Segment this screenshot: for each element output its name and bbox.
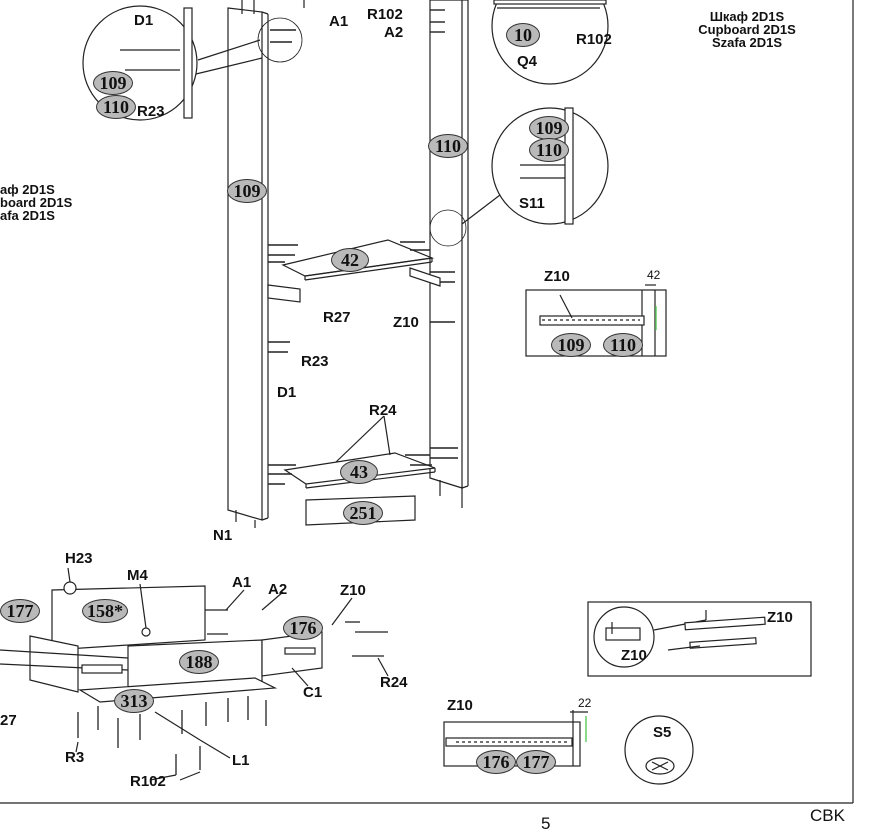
fitting-a1: A1 xyxy=(232,574,252,591)
detail-circle-s5 xyxy=(624,715,694,785)
fitting-s11: S11 xyxy=(519,195,545,212)
brand-logo: CBK xyxy=(810,806,845,825)
fitting-r23-detail: R23 xyxy=(137,103,165,120)
fitting-n1: N1 xyxy=(213,527,233,544)
fitting-m4: M4 xyxy=(127,567,148,584)
dimension-42: 42 xyxy=(647,268,661,282)
fitting-z10-drawer: Z10 xyxy=(340,582,366,599)
part-43: 43 xyxy=(340,460,378,484)
part-177-rail: 177 xyxy=(516,750,556,774)
fitting-a2: A2 xyxy=(268,581,288,598)
page-number: 5 xyxy=(541,814,551,833)
fitting-r102: R102 xyxy=(130,773,166,790)
dimension-22: 22 xyxy=(578,696,592,710)
side-panel-110 xyxy=(429,0,463,489)
fitting-r3: R3 xyxy=(65,749,85,766)
part-176-rail: 176 xyxy=(476,750,516,774)
title-line-pl: Szafa 2D1S xyxy=(711,35,783,50)
fitting-r24: R24 xyxy=(380,674,408,691)
fitting-q4: Q4 xyxy=(517,53,538,70)
fitting-z10-frame: Z10 xyxy=(393,314,419,331)
fitting-r27-cropped: 27 xyxy=(0,712,17,729)
part-188: 188 xyxy=(179,650,219,674)
part-110-detail: 110 xyxy=(529,138,569,162)
part-177: 177 xyxy=(0,599,40,623)
fitting-l1: L1 xyxy=(232,752,250,769)
fitting-z10-right-box: Z10 xyxy=(767,609,793,626)
detail-circle-s11 xyxy=(491,107,609,225)
part-110: 110 xyxy=(96,95,136,119)
fitting-r23: R23 xyxy=(301,353,329,370)
fitting-z10-right-box-lower: Z10 xyxy=(621,647,647,664)
part-176: 176 xyxy=(283,616,323,640)
fitting-r102-top: R102 xyxy=(367,6,403,23)
part-109-detail: 109 xyxy=(529,116,569,140)
fitting-r27: R27 xyxy=(323,309,351,326)
part-313: 313 xyxy=(114,689,154,713)
fitting-d1-detail: D1 xyxy=(134,12,154,29)
fitting-r102-detail: R102 xyxy=(576,31,612,48)
part-109-main: 109 xyxy=(227,179,267,203)
fitting-a2-top: A2 xyxy=(384,24,404,41)
part-42: 42 xyxy=(331,248,369,272)
fitting-z10-box: Z10 xyxy=(544,268,570,285)
fitting-a1-top: A1 xyxy=(329,13,349,30)
fitting-c1: C1 xyxy=(303,684,323,701)
part-110-main: 110 xyxy=(428,134,468,158)
part-109: 109 xyxy=(93,71,133,95)
part-251: 251 xyxy=(343,501,383,525)
fitting-d1: D1 xyxy=(277,384,297,401)
part-158: 158* xyxy=(82,599,128,623)
drawer-side-177 xyxy=(29,635,79,693)
fitting-z10-bottom-box: Z10 xyxy=(447,697,473,714)
part-110-rail: 110 xyxy=(603,333,643,357)
drawer-back-158 xyxy=(51,585,206,651)
title-line-en: Cupboard 2D1S xyxy=(698,22,796,37)
title-block: Шкаф 2D1S Cupboard 2D1S Szafa 2D1S xyxy=(692,10,802,49)
title-block-cropped: аф 2D1S board 2D1S afa 2D1S xyxy=(0,182,73,223)
title-line-ru: Шкаф 2D1S xyxy=(709,9,785,24)
side-panel-109 xyxy=(227,7,263,521)
part-109-rail: 109 xyxy=(551,333,591,357)
fitting-h23: H23 xyxy=(65,550,93,567)
part-10: 10 xyxy=(506,23,540,47)
detail-circle-q4 xyxy=(491,0,609,85)
fitting-r24-top: R24 xyxy=(369,402,397,419)
fitting-s5: S5 xyxy=(653,724,672,741)
